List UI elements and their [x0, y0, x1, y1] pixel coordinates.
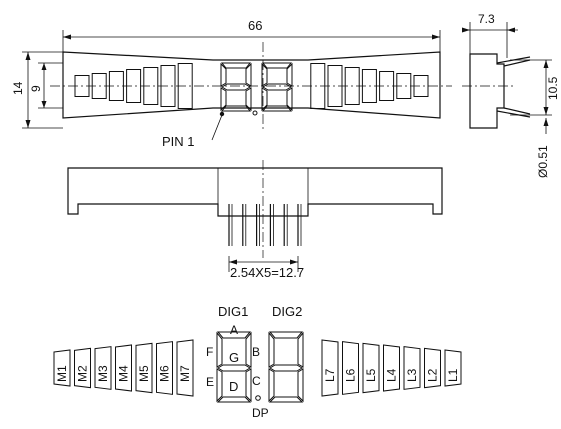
h14-arrow-bottom	[25, 120, 31, 128]
h105-arrow-top	[543, 60, 549, 68]
top-bar-right-7	[310, 63, 326, 109]
map-bar-left-4	[115, 344, 132, 392]
seg-b-label: B	[252, 345, 260, 359]
map-bar-right-4	[383, 344, 400, 392]
map-bar-right-3	[403, 346, 421, 390]
side-pin-top-2	[503, 59, 531, 67]
map-bar-left-1	[53, 349, 71, 387]
map-bar-left-label-7: M7	[178, 365, 192, 382]
seg-e-label: E	[206, 375, 214, 389]
map-digit-2	[268, 331, 304, 403]
front-pins	[228, 204, 302, 246]
map-bar-left-label-1: M1	[55, 365, 69, 382]
top-decimal-point	[252, 110, 258, 116]
pitch-label: 2.54X5=12.7	[230, 265, 304, 280]
map-bar-left-2	[74, 347, 91, 389]
side-view: 7.3 10.5 Ø0.51	[462, 12, 560, 178]
side-pin-bottom-2	[496, 110, 531, 118]
seg-d-label: D	[229, 379, 238, 394]
map-bar-left-label-3: M3	[96, 365, 110, 382]
pin-dia-arrow	[543, 118, 549, 126]
top-digit-1	[220, 62, 252, 112]
top-body-outline	[62, 51, 441, 119]
map-bar-right-label-5: L5	[364, 368, 378, 382]
pin-dia-label: Ø0.51	[536, 145, 550, 178]
pin1-leader	[211, 114, 223, 141]
top-digit-2	[261, 62, 293, 112]
top-bar-right-6	[327, 65, 343, 107]
map-bar-left-7	[176, 339, 194, 397]
map-bar-left-label-4: M4	[117, 365, 131, 382]
map-bar-right-label-6: L6	[344, 368, 358, 382]
seg-c-label: C	[252, 374, 261, 388]
top-bar-right-2	[396, 73, 412, 99]
side-width-arrow-right	[507, 27, 515, 33]
top-view: 66 14 9	[11, 18, 452, 149]
top-bar-right-1	[413, 75, 429, 97]
top-bar-left-5	[143, 67, 159, 105]
h105-label: 10.5	[546, 76, 560, 100]
pin1-marker	[219, 111, 225, 117]
width-dim-arrow-right	[432, 34, 440, 40]
seg-f-label: F	[206, 345, 213, 359]
h105-arrow-bottom	[543, 107, 549, 115]
top-bar-left-2	[91, 73, 107, 99]
map-bar-left-label-5: M5	[137, 365, 151, 382]
map-bar-left-6	[156, 341, 173, 395]
seg-g-label: G	[229, 350, 239, 365]
map-decimal-point	[255, 395, 261, 401]
map-bar-right-label-3: L3	[405, 368, 419, 382]
top-bar-segments	[74, 63, 429, 109]
side-width-label: 7.3	[478, 12, 495, 26]
top-bar-right-5	[344, 67, 360, 105]
seg-dp-label: DP	[252, 406, 269, 420]
map-bar-right-7	[321, 339, 339, 397]
width-dim-arrow-left	[63, 34, 71, 40]
top-bar-left-6	[160, 65, 176, 107]
side-pin-bottom	[503, 107, 531, 115]
map-bar-left-3	[94, 346, 112, 390]
pin1-label: PIN 1	[162, 134, 195, 149]
map-digit-1	[216, 331, 252, 403]
map-bar-left-label-2: M2	[76, 365, 90, 382]
pitch-arrow-right	[290, 259, 298, 265]
dig2-label: DIG2	[272, 304, 302, 319]
dig1-label: DIG1	[218, 304, 248, 319]
top-bar-left-4	[126, 69, 142, 103]
h9-arrow-top	[41, 63, 47, 70]
front-view: 2.54X5=12.7	[67, 160, 443, 280]
segment-map: DIG1 DIG2 A B C D E F G DP	[53, 304, 462, 420]
map-bar-segments: M1 L1 M2 L2 M3 L3 M4 L4 M5 L5 M6 L6 M7 L7	[53, 339, 462, 397]
map-bar-right-label-2: L2	[426, 368, 440, 382]
map-bar-right-1	[444, 349, 462, 387]
map-bar-left-label-6: M6	[158, 365, 172, 382]
top-bar-left-3	[108, 71, 124, 101]
seg-a-label: A	[230, 323, 238, 337]
map-bar-right-label-7: L7	[323, 368, 337, 382]
h14-label: 14	[11, 81, 25, 95]
h9-arrow-bottom	[41, 101, 47, 108]
pitch-arrow-left	[229, 259, 237, 265]
top-bar-right-4	[361, 69, 377, 103]
side-width-arrow-left	[462, 27, 470, 33]
top-bar-left-7	[177, 63, 193, 109]
map-bar-right-6	[342, 341, 359, 395]
map-bar-left-5	[135, 342, 153, 394]
front-body-outline	[67, 167, 443, 217]
side-body-outline	[469, 53, 505, 129]
top-bar-right-3	[379, 71, 395, 101]
map-bar-right-label-4: L4	[385, 368, 399, 382]
map-bar-right-5	[362, 342, 380, 394]
map-bar-right-label-1: L1	[446, 368, 460, 382]
h9-label: 9	[29, 85, 43, 92]
map-bar-right-2	[424, 347, 441, 389]
top-bar-left-1	[74, 75, 90, 97]
h14-arrow-top	[25, 52, 31, 60]
width-label: 66	[248, 18, 262, 33]
